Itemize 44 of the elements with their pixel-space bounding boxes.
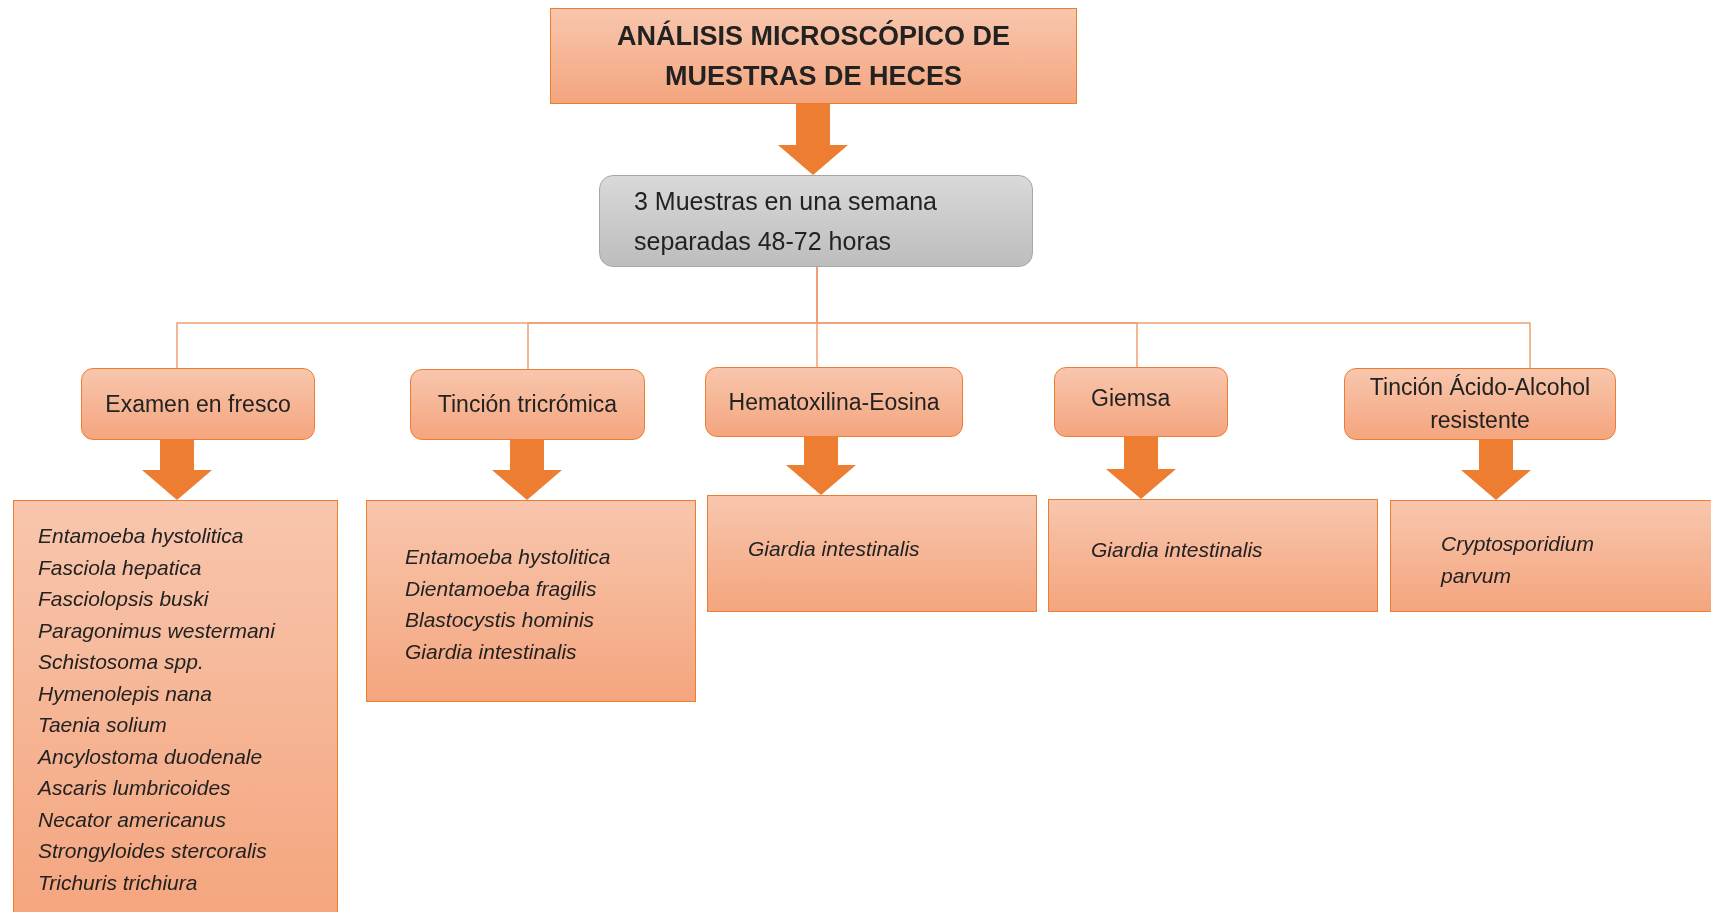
block-arrow bbox=[492, 440, 562, 500]
species-name: Fasciola hepatica bbox=[38, 554, 203, 581]
species-name: Giardia intestinalis bbox=[405, 638, 578, 665]
process-box bbox=[410, 369, 645, 440]
species-list-box bbox=[1048, 499, 1378, 612]
process-box bbox=[599, 175, 1033, 267]
species-name: Blastocystis hominis bbox=[405, 607, 596, 633]
species-name: Giardia intestinalis bbox=[1091, 537, 1264, 563]
species-name: Hymenolepis nana bbox=[38, 680, 213, 707]
box-text: Hematoxilina-Eosina bbox=[728, 387, 940, 417]
species-name: Schistosoma spp. bbox=[38, 649, 205, 675]
species-name: Entamoeba hystolitica bbox=[38, 523, 245, 549]
species-name: Ascaris lumbricoides bbox=[38, 775, 232, 801]
species-name: Paragonimus westermani bbox=[38, 617, 277, 644]
species-name: Fasciolopsis buski bbox=[38, 586, 210, 612]
box-text: ANÁLISIS MICROSCÓPICO DE MUESTRAS DE HECES bbox=[616, 19, 1011, 93]
process-box bbox=[1054, 367, 1228, 437]
box-text: Examen en fresco bbox=[105, 389, 291, 419]
species-name: Dientamoeba fragilis bbox=[405, 575, 598, 602]
species-list-box bbox=[366, 500, 696, 702]
species-name: Necator americanus bbox=[38, 806, 227, 833]
block-arrow bbox=[786, 437, 856, 495]
box-text: 3 Muestras en una semana separadas 48-72 horas bbox=[634, 186, 938, 257]
species-name: Strongyloides stercoralis bbox=[38, 838, 268, 864]
block-arrow bbox=[142, 440, 212, 500]
species-name: Cryptosporidium parvum bbox=[1441, 531, 1595, 589]
process-box bbox=[550, 8, 1077, 104]
block-arrow bbox=[1106, 437, 1176, 499]
process-box bbox=[81, 368, 315, 440]
process-box bbox=[1344, 368, 1616, 440]
species-name: Giardia intestinalis bbox=[748, 536, 921, 562]
block-arrow bbox=[1461, 440, 1531, 500]
block-arrow bbox=[778, 104, 848, 175]
species-name: Taenia solium bbox=[38, 712, 168, 738]
species-name: Trichuris trichiura bbox=[38, 869, 199, 896]
process-box bbox=[705, 367, 963, 437]
box-text: Giemsa bbox=[1091, 383, 1171, 413]
box-text: Tinción Ácido-Alcohol resistente bbox=[1368, 373, 1592, 435]
box-text: Tinción tricrómica bbox=[437, 390, 618, 419]
species-list-box bbox=[13, 500, 338, 912]
species-name: Entamoeba hystolitica bbox=[405, 544, 612, 570]
species-list-box bbox=[707, 495, 1037, 612]
species-name: Ancylostoma duodenale bbox=[38, 743, 264, 770]
species-list-box bbox=[1390, 500, 1711, 612]
